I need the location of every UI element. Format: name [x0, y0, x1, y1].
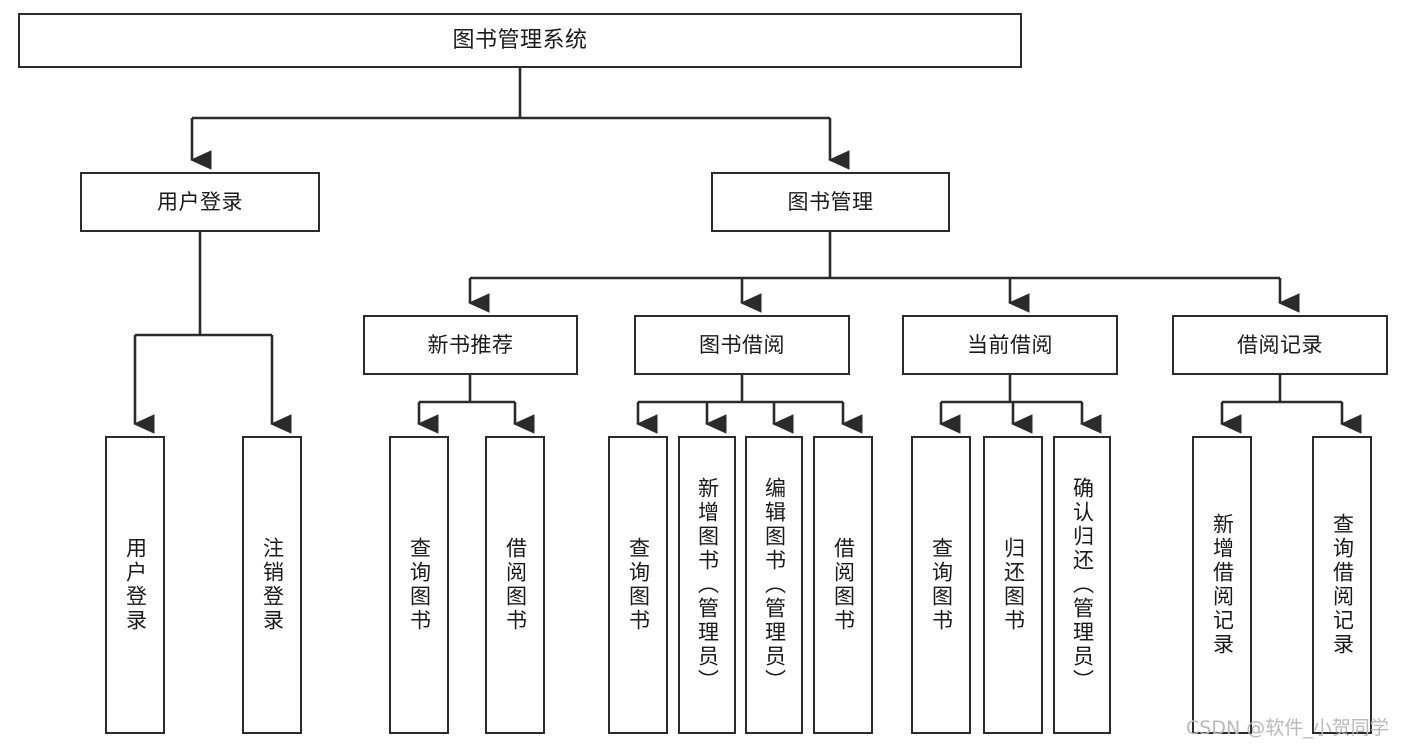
- node-current-borrow[interactable]: 当前借阅: [902, 315, 1118, 375]
- node-leaf-query-book-current[interactable]: 查询图书: [911, 436, 971, 734]
- node-label: 借阅记录: [1237, 332, 1323, 357]
- node-label: 查询借阅记录: [1330, 513, 1355, 657]
- node-user-login[interactable]: 用户登录: [80, 172, 320, 232]
- node-leaf-return-book[interactable]: 归还图书: [983, 436, 1043, 734]
- node-book-manage[interactable]: 图书管理: [711, 172, 950, 232]
- node-label: 新增图书（管理员）: [695, 477, 720, 693]
- node-label: 编辑图书（管理员）: [762, 477, 787, 693]
- node-leaf-borrow-book[interactable]: 借阅图书: [813, 436, 873, 734]
- node-label: 图书管理: [787, 189, 874, 214]
- watermark: CSDN @软件_小贺同学: [1186, 717, 1389, 739]
- node-leaf-query-borrow-record[interactable]: 查询借阅记录: [1312, 436, 1372, 734]
- node-leaf-borrow-book-recommend[interactable]: 借阅图书: [485, 436, 545, 734]
- node-label: 新增借阅记录: [1210, 513, 1235, 657]
- node-leaf-user-logout[interactable]: 注销登录: [242, 436, 302, 734]
- node-label: 借阅图书: [831, 537, 856, 633]
- node-leaf-query-book-borrow[interactable]: 查询图书: [608, 436, 668, 734]
- node-borrow-record[interactable]: 借阅记录: [1172, 315, 1388, 375]
- node-label: 当前借阅: [967, 332, 1053, 357]
- node-label: 注销登录: [260, 537, 285, 633]
- node-label: 确认归还（管理员）: [1070, 477, 1095, 693]
- node-label: 新书推荐: [427, 332, 514, 357]
- node-leaf-add-borrow-record[interactable]: 新增借阅记录: [1192, 436, 1252, 734]
- node-leaf-add-book-admin[interactable]: 新增图书（管理员）: [678, 436, 736, 734]
- node-label: 查询图书: [407, 537, 432, 633]
- node-label: 借阅图书: [503, 537, 528, 633]
- node-label: 图书借阅: [699, 332, 785, 357]
- node-leaf-confirm-return-admin[interactable]: 确认归还（管理员）: [1053, 436, 1111, 734]
- node-new-book-recommend[interactable]: 新书推荐: [363, 315, 578, 375]
- node-label: 查询图书: [626, 537, 651, 633]
- node-label: 用户登录: [157, 189, 243, 214]
- node-leaf-query-book-recommend[interactable]: 查询图书: [389, 436, 449, 734]
- node-label: 查询图书: [929, 537, 954, 633]
- node-label: 图书管理系统: [452, 27, 588, 53]
- node-label: 归还图书: [1001, 537, 1026, 633]
- node-root-system[interactable]: 图书管理系统: [18, 13, 1022, 68]
- node-book-borrow[interactable]: 图书借阅: [634, 315, 850, 375]
- node-label: 用户登录: [123, 537, 148, 633]
- node-leaf-user-login[interactable]: 用户登录: [105, 436, 165, 734]
- node-leaf-edit-book-admin[interactable]: 编辑图书（管理员）: [745, 436, 803, 734]
